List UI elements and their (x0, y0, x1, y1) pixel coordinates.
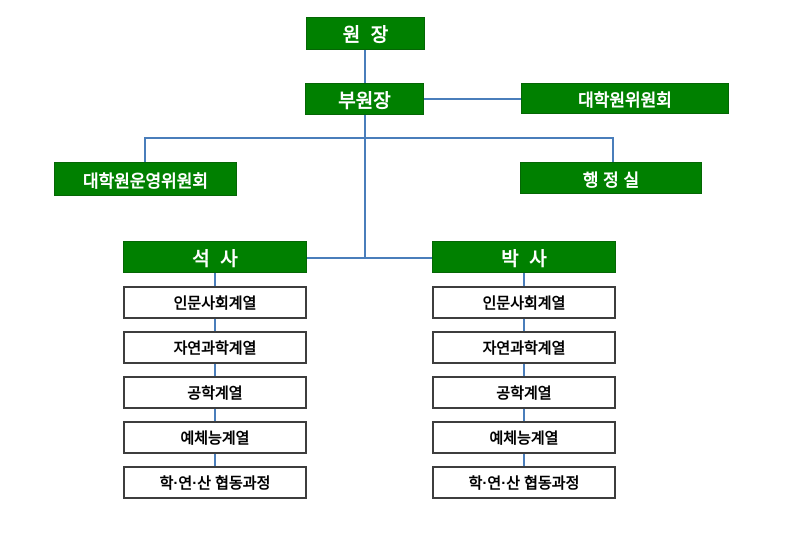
connector-vice-down (364, 115, 366, 259)
masters-track-natural-sciences: 자연과학계열 (123, 331, 307, 364)
connector-left-0 (214, 273, 216, 286)
doctoral-track-arts-pe: 예체능계열 (432, 421, 616, 454)
masters-track-cooperative: 학·연·산 협동과정 (123, 466, 307, 499)
node-graduate-committee: 대학원위원회 (521, 83, 729, 114)
node-masters: 석 사 (123, 241, 307, 273)
masters-track-engineering: 공학계열 (123, 376, 307, 409)
connector-branch-horizontal (144, 137, 614, 139)
connector-director-vice (364, 50, 366, 83)
doctoral-track-cooperative: 학·연·산 협동과정 (432, 466, 616, 499)
connector-masters-doctoral (307, 257, 432, 259)
node-vice-director: 부원장 (305, 83, 424, 115)
connector-drop-operating (144, 137, 146, 162)
connector-right-0 (523, 273, 525, 286)
connector-right-3 (523, 409, 525, 421)
node-doctoral: 박 사 (432, 241, 616, 273)
connector-left-1 (214, 319, 216, 331)
masters-track-arts-pe: 예체능계열 (123, 421, 307, 454)
node-director: 원 장 (306, 17, 425, 50)
doctoral-track-engineering: 공학계열 (432, 376, 616, 409)
connector-right-4 (523, 454, 525, 466)
connector-left-3 (214, 409, 216, 421)
node-graduate-operating-committee: 대학원운영위원회 (54, 162, 237, 196)
connector-right-2 (523, 364, 525, 376)
doctoral-track-humanities: 인문사회계열 (432, 286, 616, 319)
connector-drop-admin (612, 137, 614, 162)
masters-track-humanities: 인문사회계열 (123, 286, 307, 319)
connector-left-4 (214, 454, 216, 466)
connector-vice-gradcommittee (424, 98, 521, 100)
node-admin-office: 행 정 실 (520, 162, 702, 194)
connector-left-2 (214, 364, 216, 376)
connector-right-1 (523, 319, 525, 331)
doctoral-track-natural-sciences: 자연과학계열 (432, 331, 616, 364)
